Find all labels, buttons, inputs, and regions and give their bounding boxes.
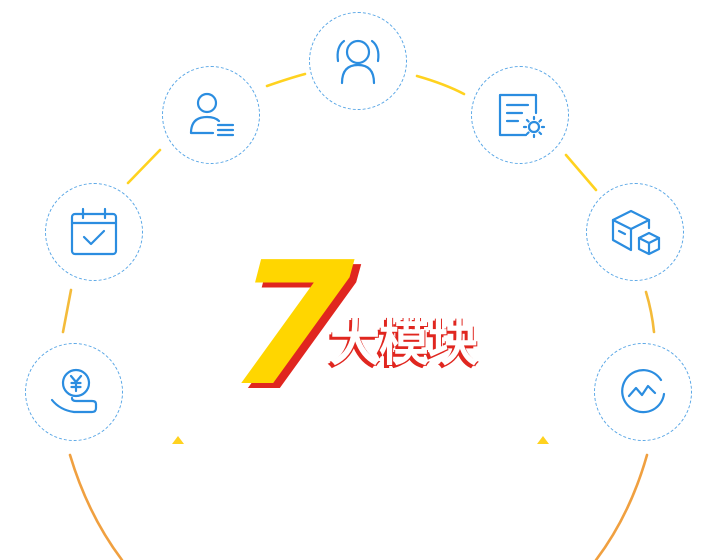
- boxes-icon: [611, 209, 661, 256]
- module-node-analytics[interactable]: [594, 343, 692, 441]
- calendar-check-icon: [70, 207, 118, 256]
- arc-segment: [644, 290, 656, 334]
- module-node-inventory[interactable]: [586, 183, 684, 281]
- module-node-finance[interactable]: [25, 343, 123, 441]
- module-node-team[interactable]: [309, 12, 407, 110]
- arc-segment: [594, 453, 649, 560]
- arc-segment: [68, 453, 124, 560]
- trend-chart-icon: [621, 369, 666, 414]
- arc-marker: [172, 436, 184, 444]
- document-settings-icon: [498, 93, 546, 139]
- arc-segment: [564, 153, 598, 192]
- group-people-icon: [336, 39, 380, 85]
- arc-segment: [126, 148, 162, 185]
- yuan-hand-icon: [50, 368, 98, 414]
- module-title: 大模块: [330, 314, 478, 372]
- module-node-documents[interactable]: [471, 66, 569, 164]
- module-node-users[interactable]: [162, 66, 260, 164]
- module-node-schedule[interactable]: [45, 183, 143, 281]
- arc-segment: [61, 288, 73, 334]
- user-list-icon: [189, 92, 235, 137]
- arc-segment: [415, 74, 466, 96]
- arc-marker: [537, 436, 549, 444]
- arc-segment: [265, 72, 307, 88]
